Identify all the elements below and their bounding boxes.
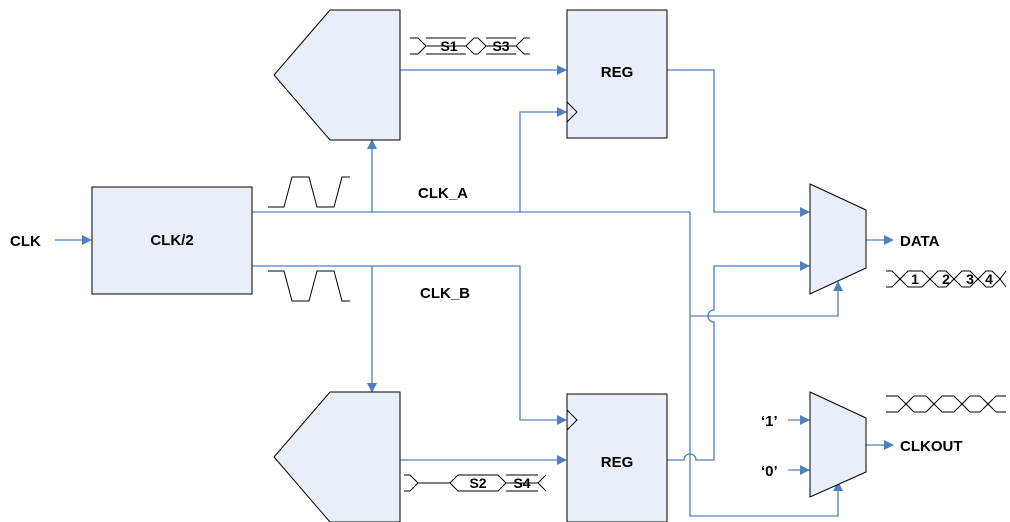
clk-input-label: CLK bbox=[10, 233, 41, 250]
const-one-label: ‘1’ bbox=[761, 413, 778, 430]
data-seq-label-2: 2 bbox=[942, 271, 950, 287]
clk-b-to-bottom-reg-wire bbox=[252, 265, 567, 425]
clkout-mux bbox=[809, 391, 867, 498]
bottom-sync-block bbox=[273, 391, 401, 522]
clk-b-waveform bbox=[268, 270, 350, 302]
bottom-seq-label-2: S4 bbox=[513, 475, 530, 491]
top-register-block bbox=[566, 9, 668, 139]
clk-a-to-clkout-mux-wire bbox=[689, 212, 843, 517]
top-seq-label-2: S3 bbox=[492, 38, 509, 54]
const-zero-label: ‘0’ bbox=[761, 463, 778, 480]
top-sequence-waveform: S1 S3 bbox=[410, 37, 530, 55]
data-sequence-waveform: 1 2 3 4 bbox=[886, 270, 1007, 288]
top-reg-clock-notch bbox=[566, 101, 578, 123]
top-sync-block bbox=[273, 9, 401, 141]
divider-label: CLK/2 bbox=[150, 232, 193, 249]
bottom-register-block bbox=[566, 393, 668, 522]
clk-a-to-top-reg-wire bbox=[519, 107, 567, 212]
clk-a-waveform bbox=[268, 176, 350, 208]
bottom-reg-clock-notch bbox=[566, 409, 578, 431]
bottom-sequence-waveform: S2 S4 bbox=[404, 474, 547, 492]
data-output-label: DATA bbox=[900, 233, 940, 250]
wires bbox=[55, 65, 894, 517]
clock-divider-block bbox=[91, 186, 253, 295]
clk-b-label: CLK_B bbox=[420, 285, 470, 302]
data-seq-label-3: 3 bbox=[966, 271, 974, 287]
bottom-reg-label: REG bbox=[601, 454, 634, 471]
bottom-seq-label-1: S2 bbox=[469, 475, 486, 491]
top-reg-to-mux-wire bbox=[667, 69, 810, 217]
data-seq-label-1: 1 bbox=[911, 271, 919, 287]
clk-a-label: CLK_A bbox=[418, 185, 468, 202]
clkout-label: CLKOUT bbox=[900, 438, 963, 455]
data-mux bbox=[809, 183, 867, 295]
clkout-sequence-waveform bbox=[886, 395, 1006, 413]
bottom-reg-to-mux-wire bbox=[667, 261, 810, 461]
data-seq-label-4: 4 bbox=[985, 271, 993, 287]
data-mux-select-wire bbox=[690, 281, 843, 317]
top-reg-label: REG bbox=[601, 64, 634, 81]
top-seq-label-1: S1 bbox=[440, 38, 457, 54]
